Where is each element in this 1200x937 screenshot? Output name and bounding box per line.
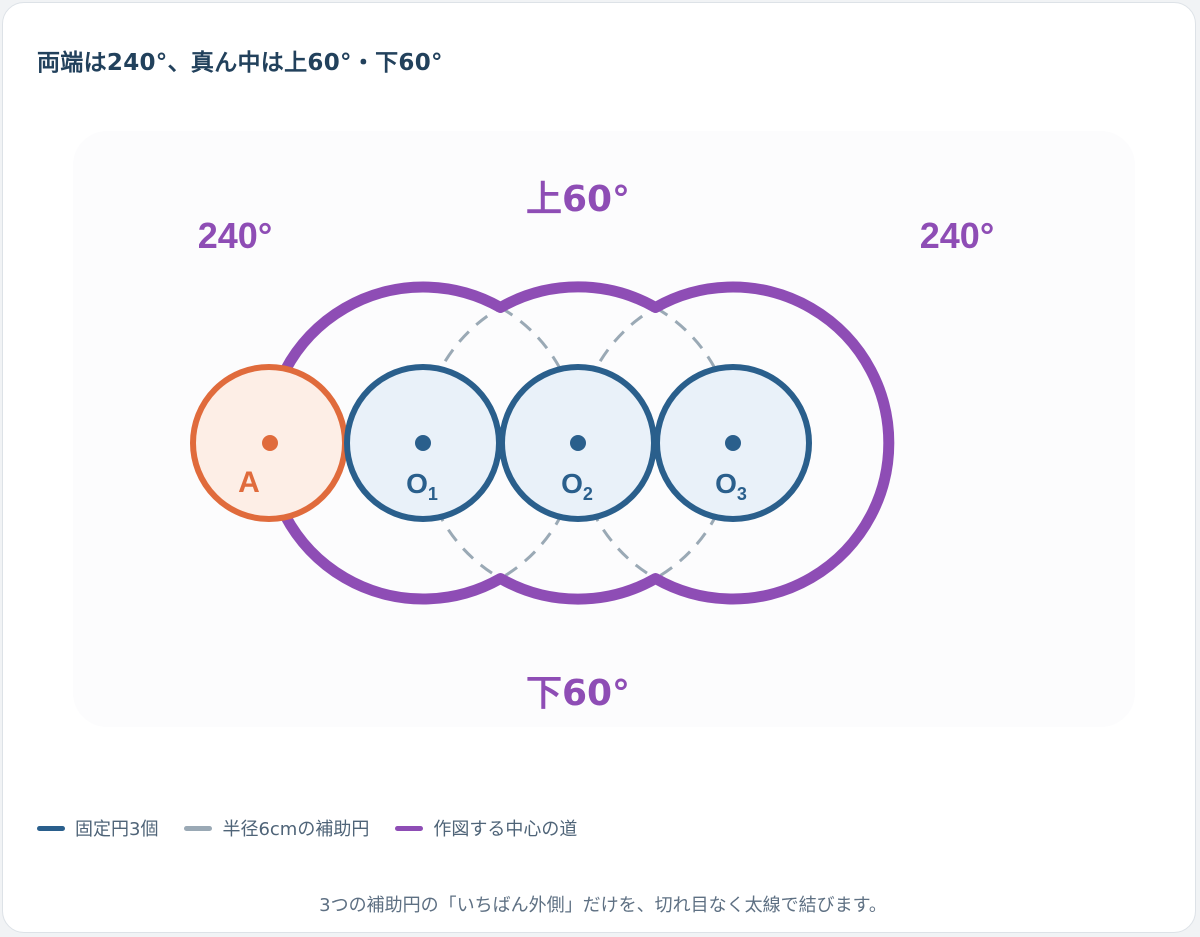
legend-label-path: 作図する中心の道 <box>433 819 578 840</box>
legend-item-path: 作図する中心の道 <box>395 815 577 841</box>
center-dot-o1 <box>415 435 431 451</box>
label-o1: O1 <box>406 468 438 504</box>
legend-label-auxiliary: 半径6cmの補助円 <box>222 819 370 840</box>
angle-label-right: 240° <box>920 215 994 256</box>
center-dot-a <box>262 435 278 451</box>
page-title: 両端は240°、真ん中は上60°・下60° <box>37 50 443 76</box>
legend-item-auxiliary: 半径6cmの補助円 <box>184 815 369 841</box>
legend-item-fixed: 固定円3個 <box>37 815 158 841</box>
explanation-note: 3つの補助円の「いちばん外側」だけを、切れ目なく太線で結びます。 <box>319 895 887 916</box>
label-o3: O3 <box>715 468 747 504</box>
angle-label-left: 240° <box>198 215 272 256</box>
legend-label-fixed: 固定円3個 <box>75 819 159 840</box>
angle-label-bottom: 下60° <box>526 673 630 714</box>
legend-swatch-auxiliary <box>184 825 213 831</box>
label-o2: O2 <box>561 468 593 504</box>
label-a: A <box>238 466 260 499</box>
center-dot-o2 <box>570 435 586 451</box>
center-dot-o3 <box>725 435 741 451</box>
diagram: A O1 O2 O3 240° 240° 上60° 下60° <box>190 179 994 714</box>
legend-swatch-fixed <box>37 825 65 831</box>
legend: 固定円3個 半径6cmの補助円 作図する中心の道 <box>37 815 603 841</box>
angle-label-top: 上60° <box>526 179 630 220</box>
legend-swatch-path <box>395 825 424 831</box>
